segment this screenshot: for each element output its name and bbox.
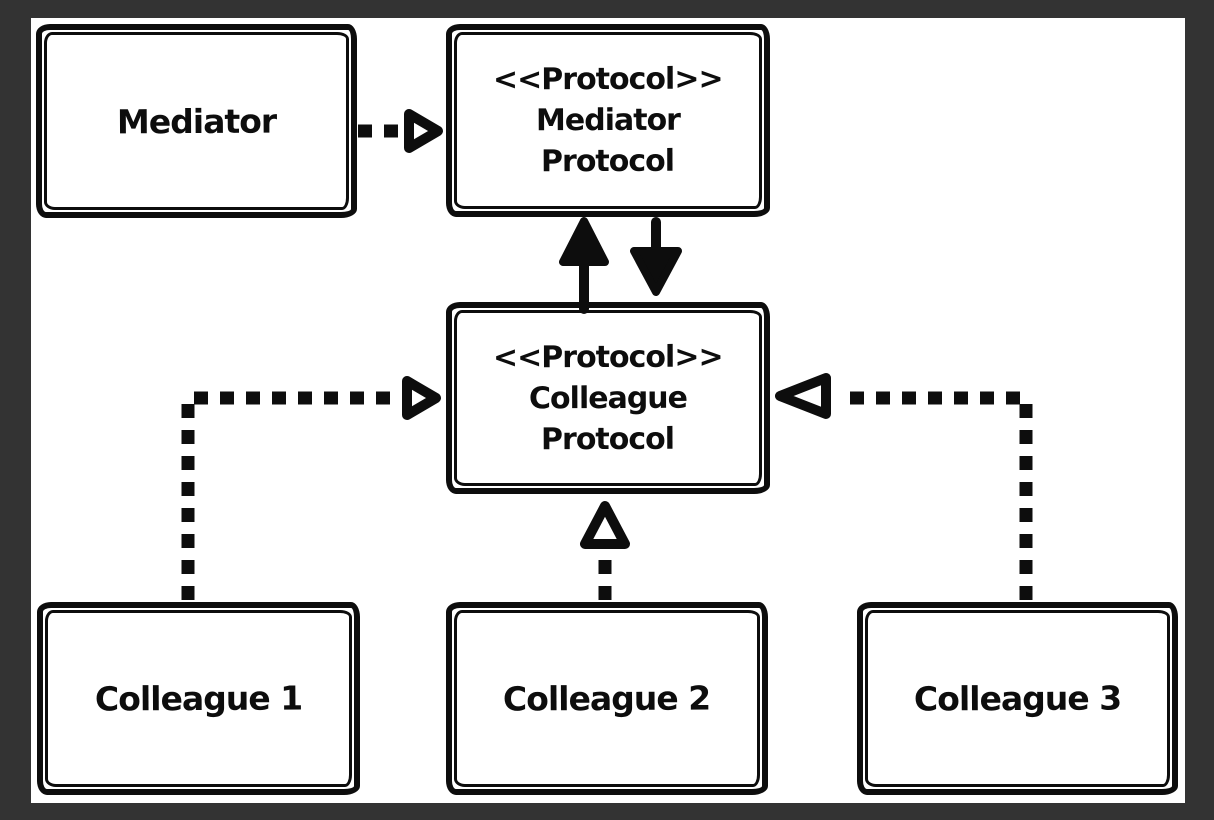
node-mediator-protocol: <<Protocol>> Mediator Protocol xyxy=(446,24,770,217)
node-mediator: Mediator xyxy=(36,24,357,218)
mediator-protocol-name-line1: Mediator xyxy=(535,102,681,139)
node-colleague-2: Colleague 2 xyxy=(446,602,768,795)
node-colleague-3-label: Colleague 3 xyxy=(913,678,1122,719)
node-colleague-2-label: Colleague 2 xyxy=(503,678,711,719)
node-colleague-1: Colleague 1 xyxy=(37,602,360,795)
colleague-protocol-name-line1: Colleague xyxy=(528,380,688,416)
node-colleague-1-label: Colleague 1 xyxy=(94,678,303,719)
mediator-protocol-name-line2: Protocol xyxy=(541,143,675,180)
colleague-protocol-stereotype: <<Protocol>> xyxy=(493,339,723,375)
node-mediator-label: Mediator xyxy=(116,101,277,141)
mediator-protocol-stereotype: <<Protocol>> xyxy=(493,61,723,98)
colleague-protocol-name-line2: Protocol xyxy=(541,421,675,457)
node-colleague-protocol: <<Protocol>> Colleague Protocol xyxy=(446,302,770,494)
node-colleague-3: Colleague 3 xyxy=(857,602,1178,795)
